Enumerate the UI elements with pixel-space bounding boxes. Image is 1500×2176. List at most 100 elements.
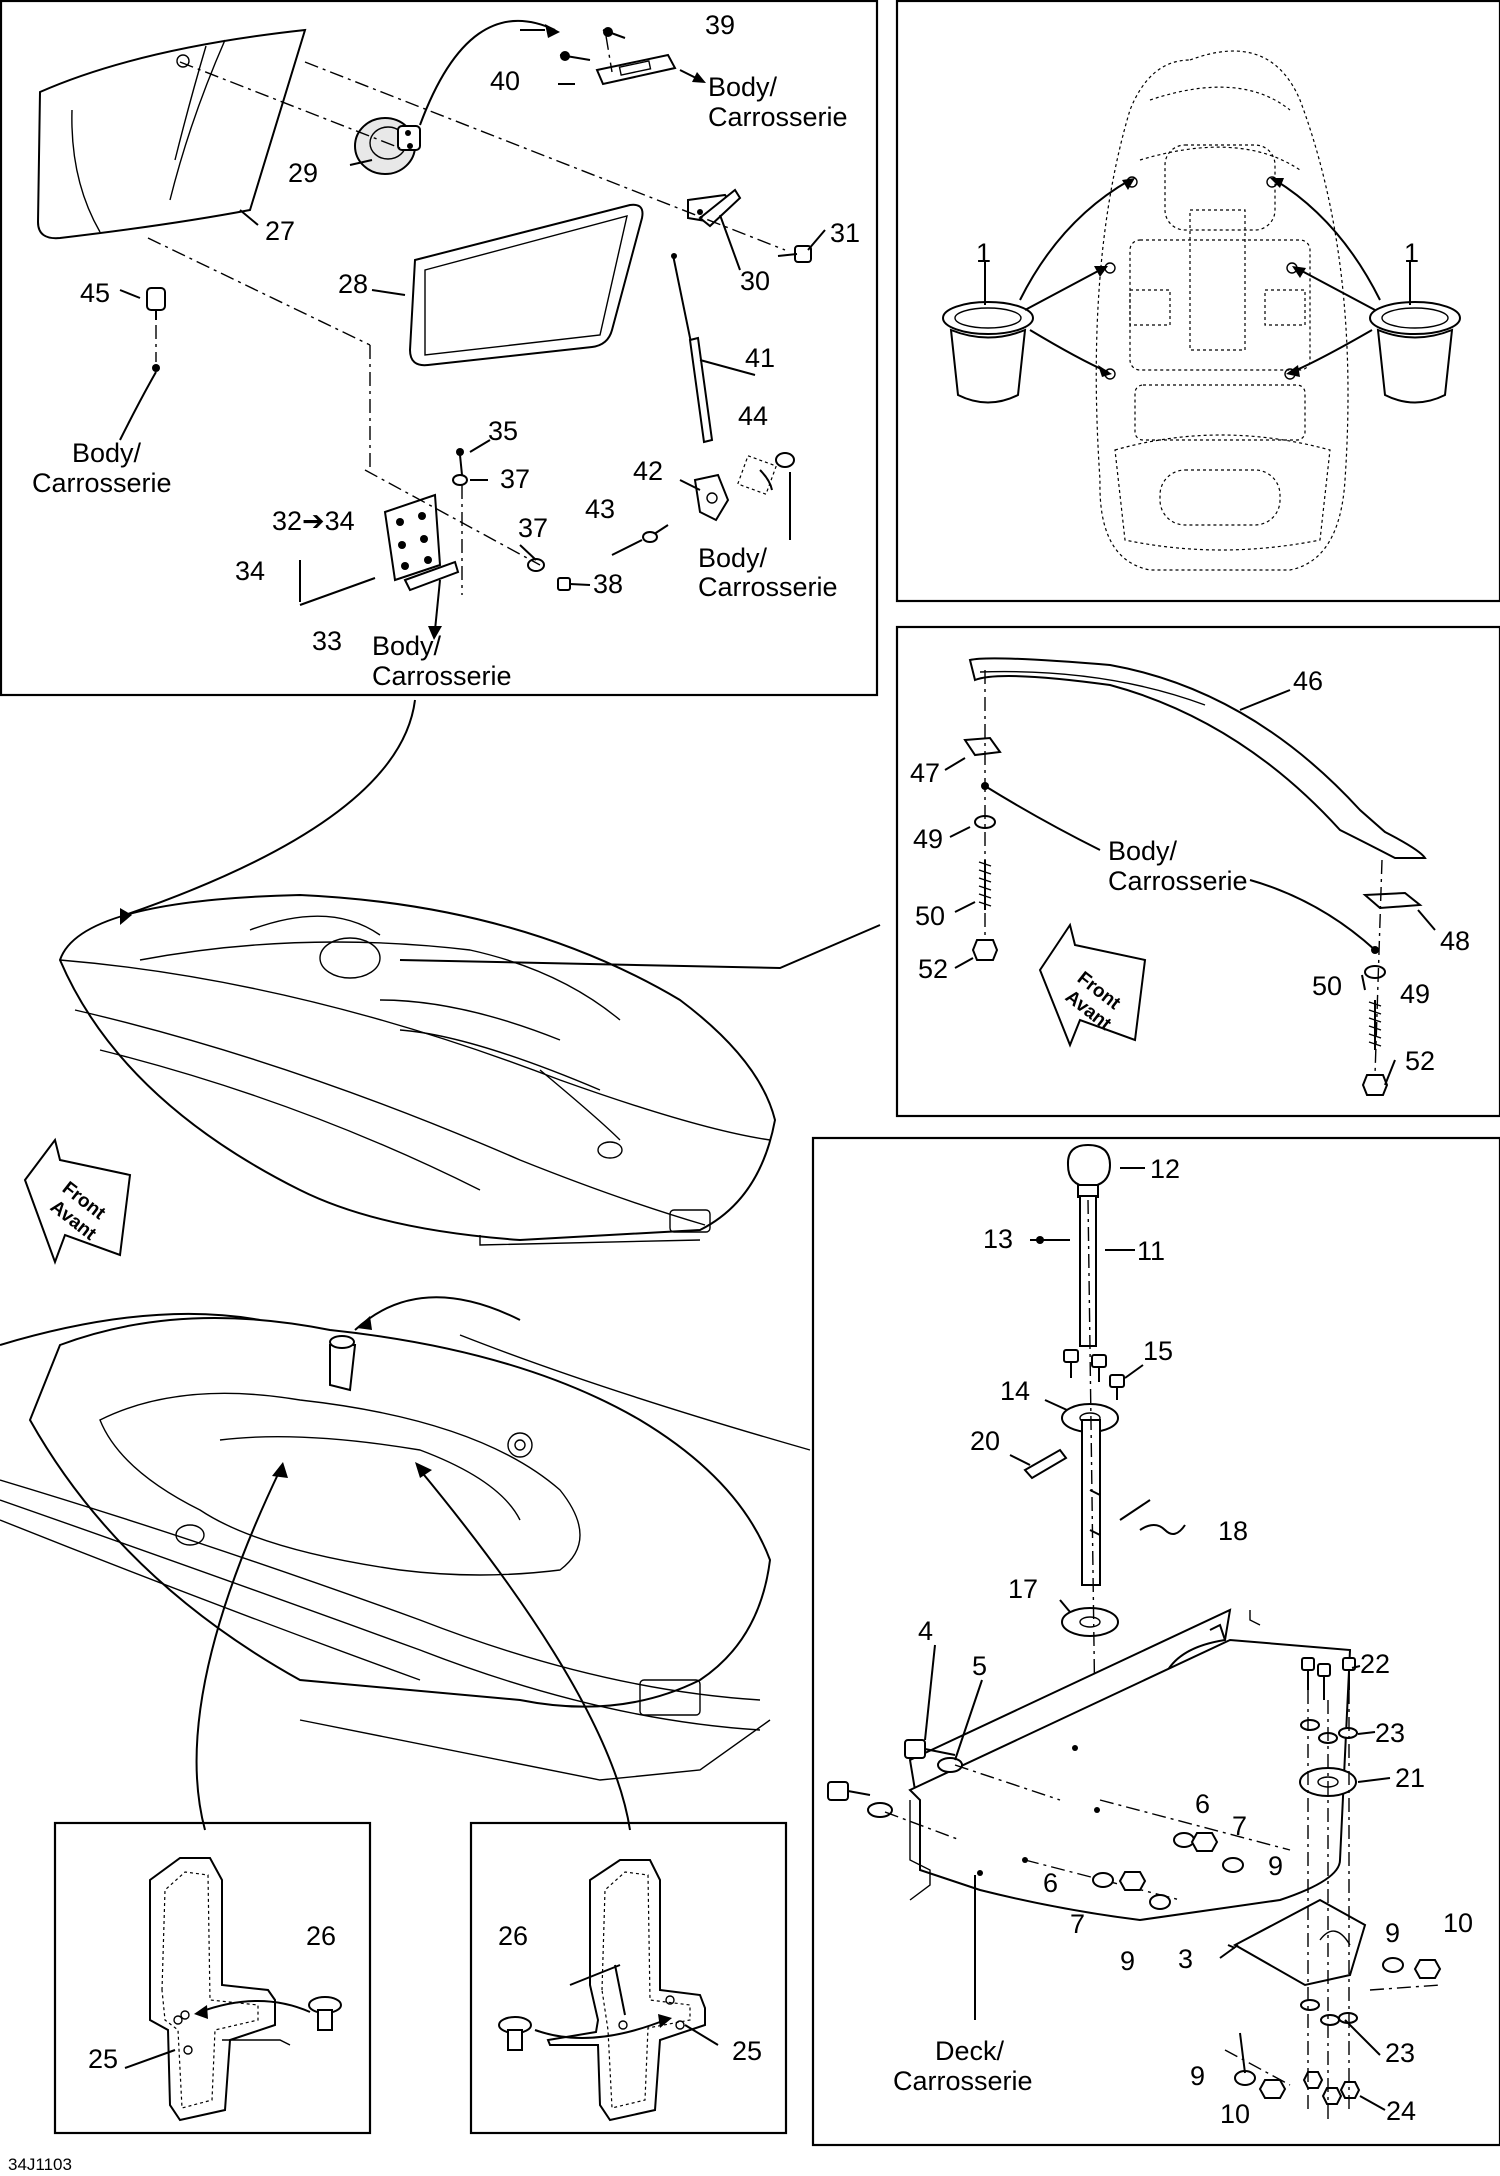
callout-28: 28 xyxy=(338,269,368,299)
callout-17: 17 xyxy=(1008,1574,1038,1604)
rail-spacer-front xyxy=(963,736,1002,757)
body-ref-2: Body/ xyxy=(72,438,142,468)
striker-plate xyxy=(595,53,677,86)
callout-7-upper: 7 xyxy=(1232,1811,1247,1841)
panel-glovebox-door xyxy=(0,0,879,697)
callout-labels: 39 40 29 27 28 31 30 41 44 42 43 45 35 3… xyxy=(8,10,1473,2174)
cupholder-group xyxy=(942,50,1461,571)
callout-52-rear: 52 xyxy=(1405,1046,1435,1076)
panel-pylon xyxy=(811,1136,1500,2147)
callout-24: 24 xyxy=(1386,2096,1416,2126)
callout-32-34: 32➔34 xyxy=(272,506,355,536)
callout-7-lower: 7 xyxy=(1070,1909,1085,1939)
carrosserie-ref-1: Carrosserie xyxy=(708,102,848,132)
carrosserie-ref-2: Carrosserie xyxy=(32,468,172,498)
grab-rail xyxy=(968,657,1427,859)
callout-43: 43 xyxy=(585,494,615,524)
rail-spacer-rear xyxy=(1362,891,1423,910)
callout-49-front: 49 xyxy=(913,824,943,854)
callout-48: 48 xyxy=(1440,926,1470,956)
pylon-group xyxy=(827,1143,1442,2120)
front-direction-arrow-main xyxy=(23,1137,132,1265)
callout-35: 35 xyxy=(488,416,518,446)
callout-12: 12 xyxy=(1150,1154,1180,1184)
callout-34: 34 xyxy=(235,556,265,586)
deck-ref: Deck/ xyxy=(935,2036,1005,2066)
callout-11: 11 xyxy=(1137,1236,1165,1266)
callout-37-lower: 37 xyxy=(518,513,548,543)
callout-25-left: 25 xyxy=(88,2044,118,2074)
callout-18: 18 xyxy=(1218,1516,1248,1546)
callout-9-lower: 9 xyxy=(1190,2061,1205,2091)
callout-6-lower: 6 xyxy=(1043,1868,1058,1898)
callout-27: 27 xyxy=(265,216,295,246)
callout-20: 20 xyxy=(970,1426,1000,1456)
front-direction-arrow xyxy=(1038,922,1147,1048)
callout-3: 3 xyxy=(1178,1944,1193,1974)
carrosserie-ref-5: Carrosserie xyxy=(1108,866,1248,896)
grab-rail-group xyxy=(963,657,1427,1096)
callout-23-lower: 23 xyxy=(1385,2038,1415,2068)
callout-9-mid: 9 xyxy=(1120,1946,1135,1976)
carrosserie-ref-3: Carrosserie xyxy=(698,572,838,602)
callout-22: 22 xyxy=(1360,1649,1390,1679)
detail-left xyxy=(124,1857,342,2122)
pylon-post xyxy=(1079,1195,1097,1347)
panel-grab-rail xyxy=(895,625,1500,1118)
body-ref-4: Body/ xyxy=(372,631,442,661)
callout-26-left: 26 xyxy=(306,1921,336,1951)
diagram-code: 34J1103 xyxy=(8,2155,72,2174)
body-ref-3: Body/ xyxy=(698,543,768,573)
grommet xyxy=(146,287,166,311)
callout-47: 47 xyxy=(910,758,940,788)
callout-50-front: 50 xyxy=(915,901,945,931)
callout-9-right: 9 xyxy=(1385,1918,1400,1948)
cupholder-left xyxy=(942,301,1034,404)
boat-isometric-view xyxy=(23,699,881,1265)
callout-26-right: 26 xyxy=(498,1921,528,1951)
panel-detail-left xyxy=(53,1821,372,2135)
callout-49-rear: 49 xyxy=(1400,979,1430,1009)
callout-10-right: 10 xyxy=(1443,1908,1473,1938)
callout-13: 13 xyxy=(983,1224,1013,1254)
mounting-bracket xyxy=(1232,1898,1367,1987)
carrosserie-ref-deck: Carrosserie xyxy=(893,2066,1033,2096)
callout-42: 42 xyxy=(633,456,663,486)
cupholder-right xyxy=(1369,301,1461,404)
door-hinge xyxy=(383,493,442,582)
callout-10-lower: 10 xyxy=(1220,2099,1250,2129)
lower-flange xyxy=(1061,1607,1119,1637)
callout-46: 46 xyxy=(1293,666,1323,696)
callout-40: 40 xyxy=(490,66,520,96)
callout-52-front: 52 xyxy=(918,954,948,984)
callout-31: 31 xyxy=(830,218,860,248)
door-seal xyxy=(408,203,644,367)
body-ref-5: Body/ xyxy=(1108,836,1178,866)
callout-15: 15 xyxy=(1143,1336,1173,1366)
latch-knob xyxy=(354,117,421,175)
callout-21: 21 xyxy=(1395,1763,1425,1793)
glovebox-door-group xyxy=(36,20,812,640)
callout-39: 39 xyxy=(705,10,735,40)
callout-9-upper: 9 xyxy=(1268,1851,1283,1881)
glovebox-door xyxy=(36,28,307,240)
callout-38: 38 xyxy=(593,569,623,599)
carrosserie-ref-4: Carrosserie xyxy=(372,661,512,691)
clip-fastener xyxy=(308,1996,342,2031)
pylon-knob xyxy=(1066,1143,1112,1189)
callout-14: 14 xyxy=(1000,1376,1030,1406)
callout-29: 29 xyxy=(288,158,318,188)
callout-50-rear: 50 xyxy=(1312,971,1342,1001)
callout-44: 44 xyxy=(738,401,768,431)
panel-cupholders xyxy=(895,0,1500,603)
callout-5: 5 xyxy=(972,1651,987,1681)
locking-pin xyxy=(1023,1448,1068,1480)
callout-45: 45 xyxy=(80,278,110,308)
callout-25-right: 25 xyxy=(732,2036,762,2066)
callout-leaders xyxy=(119,29,1436,2111)
callout-23-upper: 23 xyxy=(1375,1718,1405,1748)
clip-fastener-right xyxy=(498,2016,532,2051)
callout-30: 30 xyxy=(740,266,770,296)
